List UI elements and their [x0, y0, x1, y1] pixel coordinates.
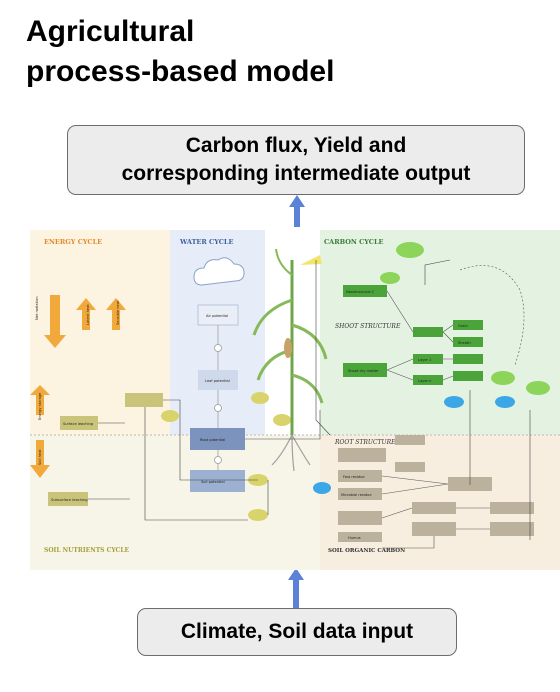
rs-cloud: [495, 396, 515, 408]
soil-organic-title: SOIL ORGANIC CARBON: [328, 548, 405, 554]
diagram-node-label: Soil potential: [201, 480, 225, 484]
energy-cycle-title: ENERGY CYCLE: [44, 238, 102, 246]
root-layer-1-box: [395, 435, 425, 445]
root-layer-n-box: [395, 462, 425, 472]
layer-1-box: [413, 354, 443, 364]
diagram-node-label: Root potential: [200, 438, 225, 442]
root-dry-matter-box: [338, 448, 386, 462]
root-potential-box: [190, 428, 245, 450]
diagram-node-label: Sensible heat: [116, 300, 120, 325]
up-arrow-output-icon: [289, 195, 305, 227]
fast-residue-box: [338, 470, 382, 482]
input-box: Climate, Soil data input: [137, 608, 457, 656]
leaf-potential-box: [198, 370, 238, 390]
diagram-node-label: Latent heat: [86, 304, 90, 325]
stalk-box: [453, 337, 483, 347]
co2-cloud-right: [491, 371, 515, 385]
diagram-node-label: Sheath: [458, 341, 471, 345]
diagram-node-label: Surface leaching: [63, 422, 93, 426]
subsurface-leaching-box: [48, 492, 88, 506]
diagram-node-label: Shoot dry matter: [348, 369, 379, 373]
root-structure-title: ROOT STRUCTURE: [334, 439, 396, 446]
grain-box: [453, 320, 483, 330]
microbial-residue-box: [338, 488, 382, 500]
diagram-node-label: Fast residue: [343, 475, 365, 479]
diagram-node-label: Nonstructural C: [346, 290, 375, 294]
input-label: Climate, Soil data input: [180, 620, 414, 643]
energy-arrows: [30, 295, 126, 478]
diagram-node-label: Microbial residue: [341, 493, 372, 497]
nh3-node: [161, 410, 179, 422]
title-line-2: process-based model: [26, 55, 335, 88]
reserve-box: [413, 327, 443, 337]
diagram-node-label: Leaf potential: [205, 379, 230, 383]
diagram-node-label: Layer n: [418, 379, 431, 383]
diagram-node-label: Energy storage: [38, 392, 42, 420]
sensible-heat-arrow: [106, 298, 126, 330]
microbe-anaerobic-box: [490, 522, 534, 536]
soil-nonstructural-c-box: [412, 502, 456, 514]
water-column: [190, 257, 245, 492]
o2-cloud: [444, 396, 464, 408]
shoot-structure-title: SHOOT STRUCTURE: [335, 323, 401, 330]
nh4-node: [248, 509, 268, 521]
output-box: Carbon flux, Yield and corresponding int…: [67, 125, 525, 195]
title-line-1: Agricultural: [26, 15, 195, 48]
net-radiation-arrow: [44, 295, 66, 348]
energy-storage-arrow: [30, 385, 50, 415]
water-cycle-title: WATER CYCLE: [179, 238, 233, 246]
surface-leaching-box: [60, 416, 98, 430]
output-line-1: Carbon flux, Yield and: [185, 134, 407, 157]
diagram-node-label: Humus: [348, 536, 361, 540]
diagram-node-label: Layer 1: [418, 358, 431, 362]
latent-heat-arrow: [76, 298, 96, 330]
particulate-organic-box: [338, 511, 382, 525]
fertilizer-box: [125, 393, 163, 407]
soil-heat-arrow: [30, 440, 50, 478]
h2o-node: [313, 482, 331, 494]
co2-cloud-small: [380, 272, 400, 284]
nonstructural-c-box: [343, 285, 387, 297]
n2-node: [273, 414, 291, 426]
diagram-node-label: Air potential: [206, 314, 228, 318]
carbon-nodes: [343, 242, 550, 408]
co2-cloud-top: [396, 242, 424, 258]
microbe-aerobic-box: [412, 522, 456, 536]
ch4-cloud: [526, 381, 550, 395]
diagram-node-label: Soil heat: [38, 449, 42, 465]
shoot-dry-matter-box: [343, 363, 387, 377]
sheath-box: [453, 354, 483, 364]
corn-plant-icon: [252, 248, 328, 472]
diagram-node-label: Net radiation: [35, 297, 39, 321]
page-title: Agricultural process-based model: [26, 12, 526, 92]
leaf-box: [453, 371, 483, 381]
soil-nutrients-title: SOIL NUTRIENTS CYCLE: [44, 547, 130, 554]
n2o-node: [251, 392, 269, 404]
soil-potential-box: [190, 470, 245, 492]
diagram-node-label: Subsurface leaching: [51, 498, 88, 502]
up-arrow-input-icon: [288, 568, 304, 608]
diagram-node-label: Grain: [458, 324, 468, 328]
cloud-icon: [193, 257, 245, 286]
humus-box: [338, 532, 382, 542]
soil-organic-nodes: [313, 435, 534, 549]
carbon-cycle-title: CARBON CYCLE: [324, 238, 384, 246]
process-diagram: ENERGY CYCLE WATER CYCLE CARBON CYCLE SO…: [30, 230, 560, 570]
layer-n-box: [413, 375, 443, 385]
output-line-2: corresponding intermediate output: [121, 162, 471, 185]
